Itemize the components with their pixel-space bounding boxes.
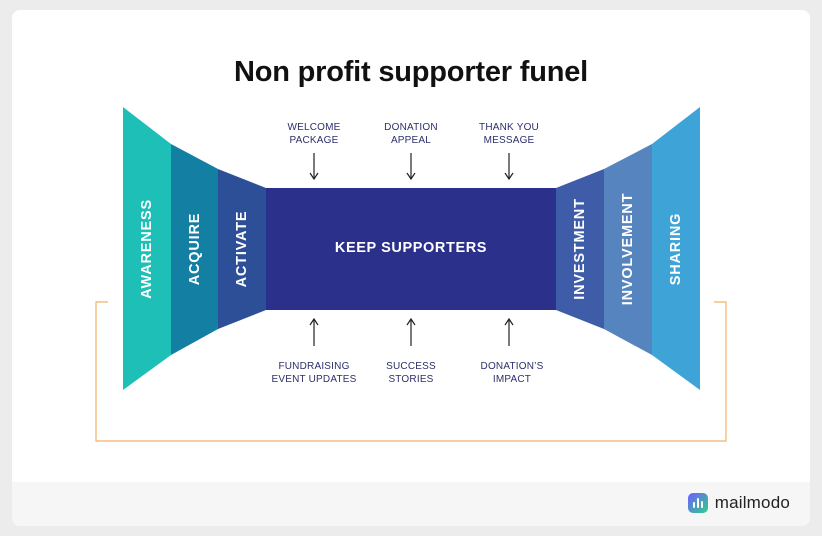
input-caption: WELCOME PACKAGE bbox=[259, 121, 369, 147]
arrow-up-icon bbox=[406, 317, 416, 346]
caption-line: DONATION bbox=[384, 122, 438, 133]
caption-line: THANK YOU bbox=[479, 122, 539, 133]
caption-line: MESSAGE bbox=[483, 135, 535, 146]
page-title: Non profit supporter funel bbox=[233, 56, 589, 88]
stage-label-investment: INVESTMENT bbox=[572, 198, 588, 300]
caption-line: DONATION’S bbox=[480, 361, 544, 372]
stage-label-awareness: AWARENESS bbox=[139, 199, 155, 299]
caption-line: WELCOME bbox=[287, 122, 341, 133]
stage-activate-shape bbox=[218, 169, 266, 329]
brand-logo: mailmodo bbox=[687, 493, 790, 513]
caption-line: SUCCESS bbox=[386, 361, 436, 372]
stage-awareness-shape bbox=[123, 107, 171, 390]
footer-bar bbox=[12, 482, 810, 526]
stage-label-activate: ACTIVATE bbox=[234, 210, 250, 288]
stage-label-involvement: INVOLVEMENT bbox=[620, 192, 636, 306]
infographic-card: Non profit supporter funel bbox=[12, 10, 810, 526]
input-caption: DONATION APPEAL bbox=[356, 121, 466, 147]
arrow-down-icon bbox=[504, 153, 514, 181]
feedback-loop-line bbox=[95, 301, 727, 442]
arrow-down-icon bbox=[406, 153, 416, 181]
stage-involvement-shape bbox=[604, 144, 652, 355]
caption-line: PACKAGE bbox=[289, 135, 339, 146]
stage-label-acquire: ACQUIRE bbox=[187, 212, 203, 286]
caption-line: FUNDRAISING bbox=[278, 361, 350, 372]
center-label: KEEP SUPPORTERS bbox=[334, 240, 488, 256]
mailmodo-logo-icon bbox=[687, 493, 708, 513]
caption-line: EVENT UPDATES bbox=[271, 374, 357, 385]
caption-line: IMPACT bbox=[492, 374, 532, 385]
stage-label-sharing: SHARING bbox=[668, 212, 684, 286]
input-caption: THANK YOU MESSAGE bbox=[454, 121, 564, 147]
stage-sharing-shape bbox=[652, 107, 700, 390]
arrow-down-icon bbox=[309, 153, 319, 181]
input-caption: SUCCESS STORIES bbox=[356, 360, 466, 386]
brand-name: mailmodo bbox=[714, 493, 790, 512]
stage-acquire-shape bbox=[171, 144, 218, 355]
input-caption: DONATION’S IMPACT bbox=[457, 360, 567, 386]
funnel-diagram bbox=[95, 107, 727, 442]
arrow-up-icon bbox=[504, 317, 514, 346]
keep-supporters-block bbox=[266, 188, 556, 310]
caption-line: STORIES bbox=[388, 374, 434, 385]
caption-line: APPEAL bbox=[390, 135, 432, 146]
input-caption: FUNDRAISING EVENT UPDATES bbox=[259, 360, 369, 386]
arrow-up-icon bbox=[309, 317, 319, 346]
stage-investment-shape bbox=[556, 169, 604, 329]
